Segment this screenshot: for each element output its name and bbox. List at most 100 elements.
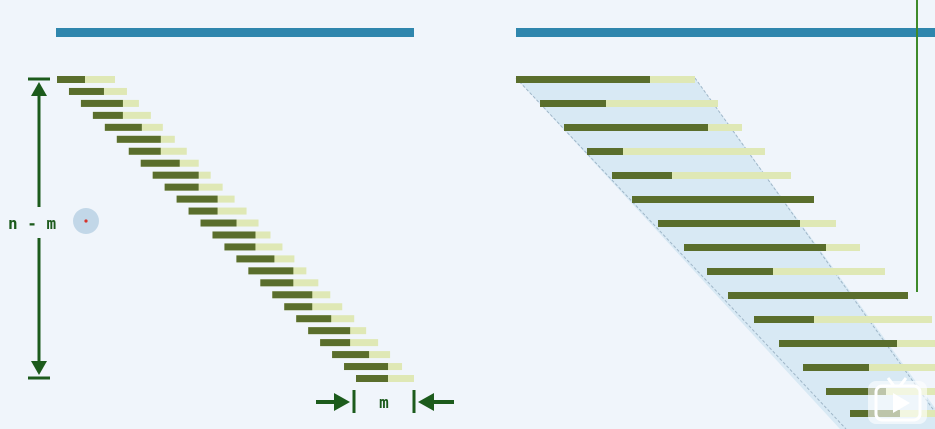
left-row xyxy=(236,255,295,263)
left-row xyxy=(248,267,307,275)
dark-segment xyxy=(516,76,650,83)
left-row xyxy=(116,135,175,143)
right-row xyxy=(803,364,935,371)
right-row xyxy=(779,340,935,347)
left-row xyxy=(140,159,199,167)
left-row xyxy=(176,195,235,203)
dark-segment xyxy=(587,148,623,155)
left-row xyxy=(356,375,414,382)
dark-segment xyxy=(612,172,672,179)
dark-segment xyxy=(104,123,142,131)
dark-segment xyxy=(212,231,256,239)
left-row xyxy=(128,147,187,155)
dark-segment xyxy=(260,279,294,287)
dark-segment xyxy=(188,207,218,215)
dark-segment xyxy=(57,76,85,83)
light-segment xyxy=(612,172,791,179)
dark-segment xyxy=(632,196,814,203)
right-row xyxy=(612,172,791,179)
dark-segment xyxy=(272,291,313,299)
left-row xyxy=(212,231,271,239)
left-row xyxy=(92,111,151,119)
right-row xyxy=(587,148,765,155)
cursor-icon xyxy=(73,208,99,234)
left-row xyxy=(344,363,403,371)
right-row xyxy=(754,316,932,323)
left-row xyxy=(308,327,367,335)
dark-segment xyxy=(176,195,218,203)
width-arrowhead-left xyxy=(334,393,350,411)
dark-segment xyxy=(826,388,886,395)
right-row xyxy=(632,196,814,203)
dark-segment xyxy=(658,220,800,227)
play-button[interactable] xyxy=(868,377,927,424)
dark-segment xyxy=(564,124,708,131)
dark-segment xyxy=(92,111,123,119)
left-row xyxy=(57,76,115,83)
dark-segment xyxy=(236,255,275,263)
left-row xyxy=(152,171,211,179)
left-row xyxy=(200,219,259,227)
dark-segment xyxy=(754,316,814,323)
light-segment xyxy=(707,268,885,275)
left-row xyxy=(296,315,355,323)
left-row xyxy=(188,207,247,215)
height-dimension: n - m xyxy=(8,77,57,380)
top-bar-left xyxy=(56,28,414,37)
dark-segment xyxy=(540,100,606,107)
right-row xyxy=(564,124,742,131)
dark-segment xyxy=(779,340,897,347)
left-row xyxy=(260,279,319,287)
dark-segment xyxy=(224,243,256,251)
left-row xyxy=(332,351,391,359)
left-row xyxy=(320,339,379,347)
dark-segment xyxy=(356,375,388,382)
dark-segment xyxy=(128,147,161,155)
right-row xyxy=(728,292,908,299)
dark-segment xyxy=(152,171,199,179)
dark-segment xyxy=(684,244,826,251)
light-segment xyxy=(284,303,343,311)
top-bar-right xyxy=(516,28,935,37)
dark-segment xyxy=(140,159,180,167)
right-row xyxy=(658,220,836,227)
height-arrowhead-up xyxy=(31,82,47,96)
right-row xyxy=(516,76,695,83)
dark-segment xyxy=(728,292,908,299)
height-arrowhead-down xyxy=(31,361,47,375)
dark-segment xyxy=(803,364,869,371)
left-row xyxy=(224,243,283,251)
vertical-rule xyxy=(916,0,918,292)
right-staircase xyxy=(516,76,935,417)
dark-segment xyxy=(296,315,332,323)
play-icon xyxy=(893,393,910,413)
band-edge-left xyxy=(515,77,847,429)
dark-segment xyxy=(308,327,351,335)
dark-segment xyxy=(320,339,351,347)
left-staircase xyxy=(57,76,414,382)
left-row xyxy=(164,183,223,191)
light-segment xyxy=(587,148,765,155)
width-label: m xyxy=(379,393,389,412)
width-arrowhead-right xyxy=(418,393,434,411)
left-row xyxy=(68,87,127,95)
dark-segment xyxy=(707,268,773,275)
dark-segment xyxy=(164,183,199,191)
width-dimension: m xyxy=(316,390,454,413)
dark-segment xyxy=(80,99,123,107)
left-row xyxy=(80,99,139,107)
dark-segment xyxy=(116,135,161,143)
right-row xyxy=(540,100,718,107)
dark-segment xyxy=(344,363,389,371)
left-row xyxy=(272,291,331,299)
left-row xyxy=(284,303,343,311)
left-row xyxy=(104,123,163,131)
dark-segment xyxy=(248,267,294,275)
right-row xyxy=(707,268,885,275)
light-segment xyxy=(540,100,718,107)
dark-segment xyxy=(68,87,104,95)
light-segment xyxy=(57,76,115,83)
height-label: n - m xyxy=(8,214,57,233)
dark-segment xyxy=(200,219,237,227)
